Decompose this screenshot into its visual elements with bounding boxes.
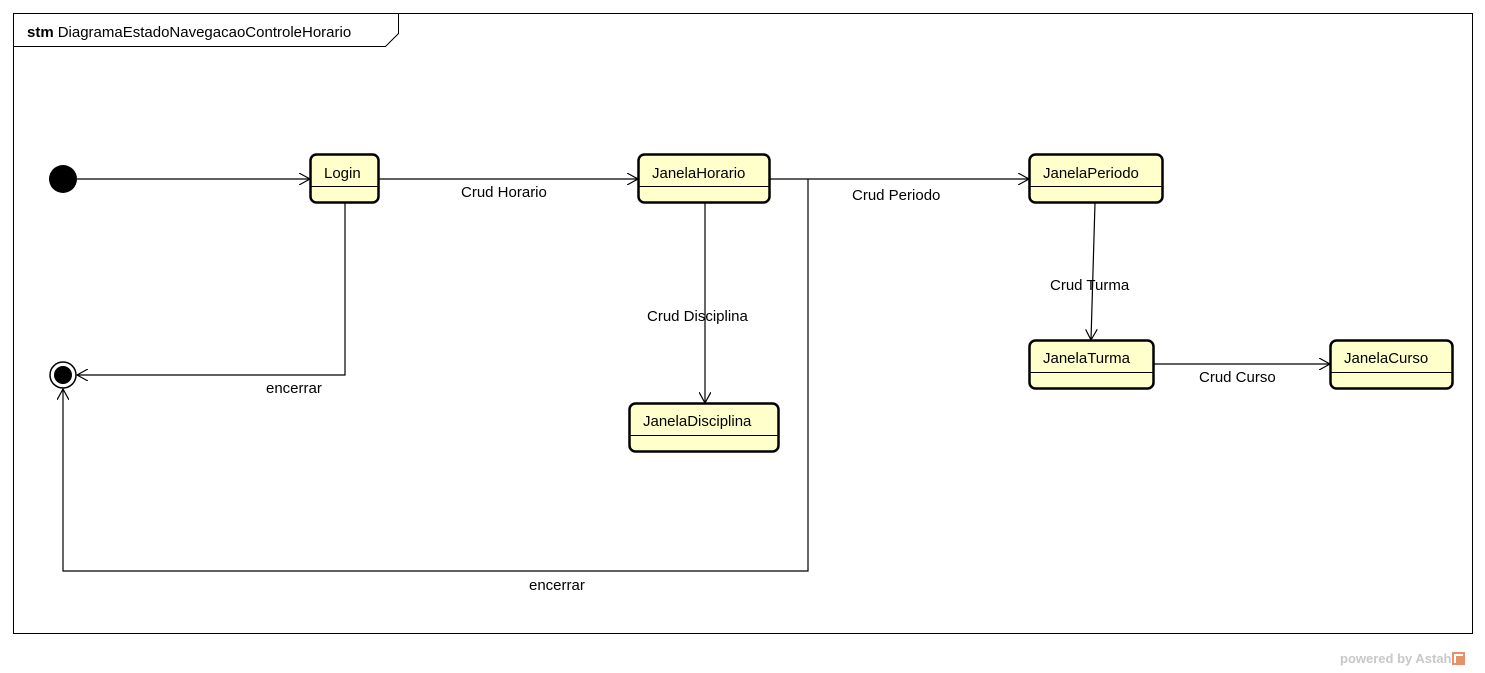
label-crud-turma: Crud Turma: [1050, 277, 1130, 294]
label-encerrar-login: encerrar: [266, 380, 322, 397]
astah-watermark: powered by Astah: [1340, 651, 1466, 666]
transition-crud-turma[interactable]: [1091, 202, 1095, 340]
frame-keyword: stm: [27, 24, 54, 41]
frame-name: DiagramaEstadoNavegacaoControleHorario: [58, 24, 352, 41]
label-crud-disciplina: Crud Disciplina: [647, 308, 749, 325]
state-login[interactable]: Login: [309, 153, 380, 204]
transition-encerrar-horario[interactable]: [63, 179, 809, 572]
label-crud-periodo: Crud Periodo: [852, 187, 940, 204]
initial-state[interactable]: [49, 165, 77, 193]
label-encerrar-horario: encerrar: [529, 577, 585, 594]
watermark-text: powered by Astah: [1340, 651, 1452, 666]
state-janela-disciplina[interactable]: JanelaDisciplina: [628, 402, 780, 453]
state-janela-disciplina-label: JanelaDisciplina: [643, 413, 752, 430]
state-janela-turma-label: JanelaTurma: [1043, 350, 1131, 367]
label-crud-horario: Crud Horario: [461, 184, 547, 201]
state-janela-curso-label: JanelaCurso: [1344, 350, 1428, 367]
transition-encerrar-login[interactable]: [77, 203, 346, 375]
state-janela-turma[interactable]: JanelaTurma: [1028, 339, 1155, 390]
state-janela-horario-label: JanelaHorario: [652, 165, 745, 182]
final-state[interactable]: [49, 361, 77, 389]
label-crud-curso: Crud Curso: [1199, 369, 1276, 386]
state-janela-periodo[interactable]: JanelaPeriodo: [1028, 153, 1164, 204]
state-janela-horario[interactable]: JanelaHorario: [637, 153, 771, 204]
state-janela-curso[interactable]: JanelaCurso: [1329, 339, 1454, 390]
transitions: [63, 179, 1330, 572]
state-janela-periodo-label: JanelaPeriodo: [1043, 165, 1139, 182]
state-login-label: Login: [324, 165, 361, 182]
astah-logo-icon: [1452, 652, 1466, 665]
